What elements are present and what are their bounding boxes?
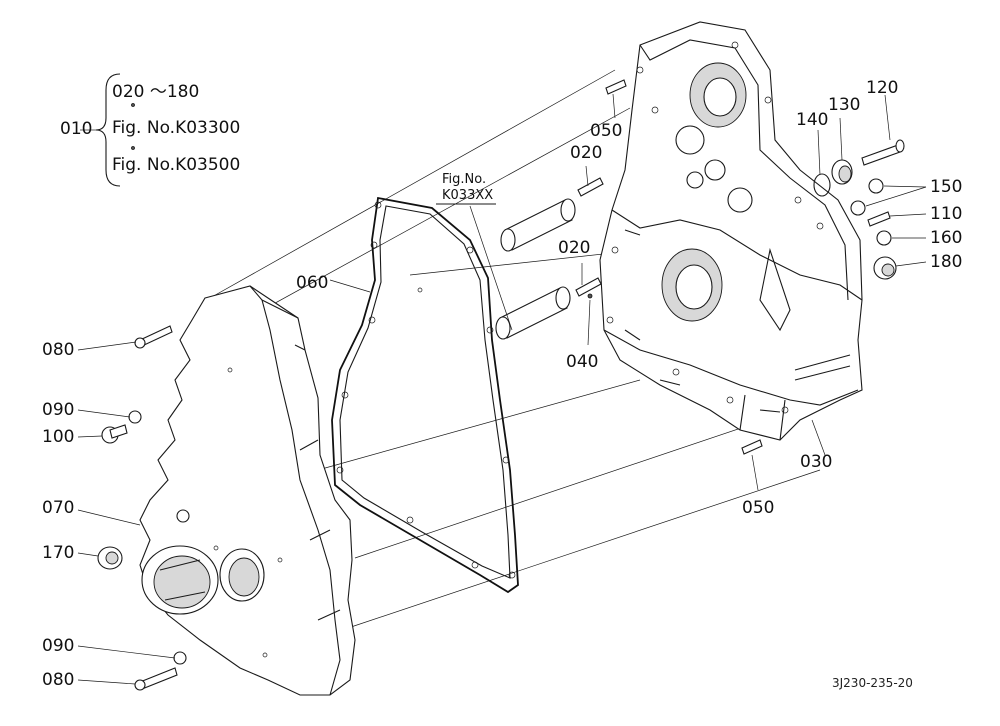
small-parts <box>575 79 763 455</box>
fig-ref-line-1: Fig.No. <box>442 172 487 187</box>
callout-170: 170 <box>42 543 75 563</box>
callout-130: 130 <box>828 95 861 115</box>
callout-080-lower: 080 <box>42 670 75 690</box>
group-bracket <box>80 73 135 187</box>
callout-020-lower: 020 <box>558 238 591 258</box>
callout-140: 140 <box>796 110 829 130</box>
alignment-lines <box>209 69 821 629</box>
callout-050-upper: 050 <box>590 121 623 141</box>
gear-case-030 <box>599 21 863 441</box>
front-fasteners <box>97 325 187 691</box>
leader-lines <box>77 93 927 685</box>
callout-120: 120 <box>866 78 899 98</box>
group-ref-label: 010 <box>60 119 93 139</box>
group-fig-line-1: Fig. No.K03300 <box>112 118 241 138</box>
callout-060: 060 <box>296 273 329 293</box>
group-fig-line-2: Fig. No.K03500 <box>112 155 241 175</box>
callout-090-upper: 090 <box>42 400 75 420</box>
gear-case-cover-070 <box>139 285 356 696</box>
group-range-line: 020 ～180 <box>112 82 200 102</box>
callout-020-upper: 020 <box>570 143 603 163</box>
callout-030: 030 <box>800 452 833 472</box>
callout-090-lower: 090 <box>42 636 75 656</box>
callout-040: 040 <box>566 352 599 372</box>
callout-070: 070 <box>42 498 75 518</box>
drawing-code: 3J230-235-20 <box>832 676 913 690</box>
callout-150: 150 <box>930 177 963 197</box>
callout-160: 160 <box>930 228 963 248</box>
gasket-060 <box>331 196 519 594</box>
callout-050-lower: 050 <box>742 498 775 518</box>
callout-100: 100 <box>42 427 75 447</box>
callout-180: 180 <box>930 252 963 272</box>
callout-080-upper: 080 <box>42 340 75 360</box>
bushings <box>495 198 576 340</box>
fig-ref-line-2: K033XX <box>442 188 494 203</box>
right-fasteners <box>813 139 905 280</box>
callout-110: 110 <box>930 204 963 224</box>
